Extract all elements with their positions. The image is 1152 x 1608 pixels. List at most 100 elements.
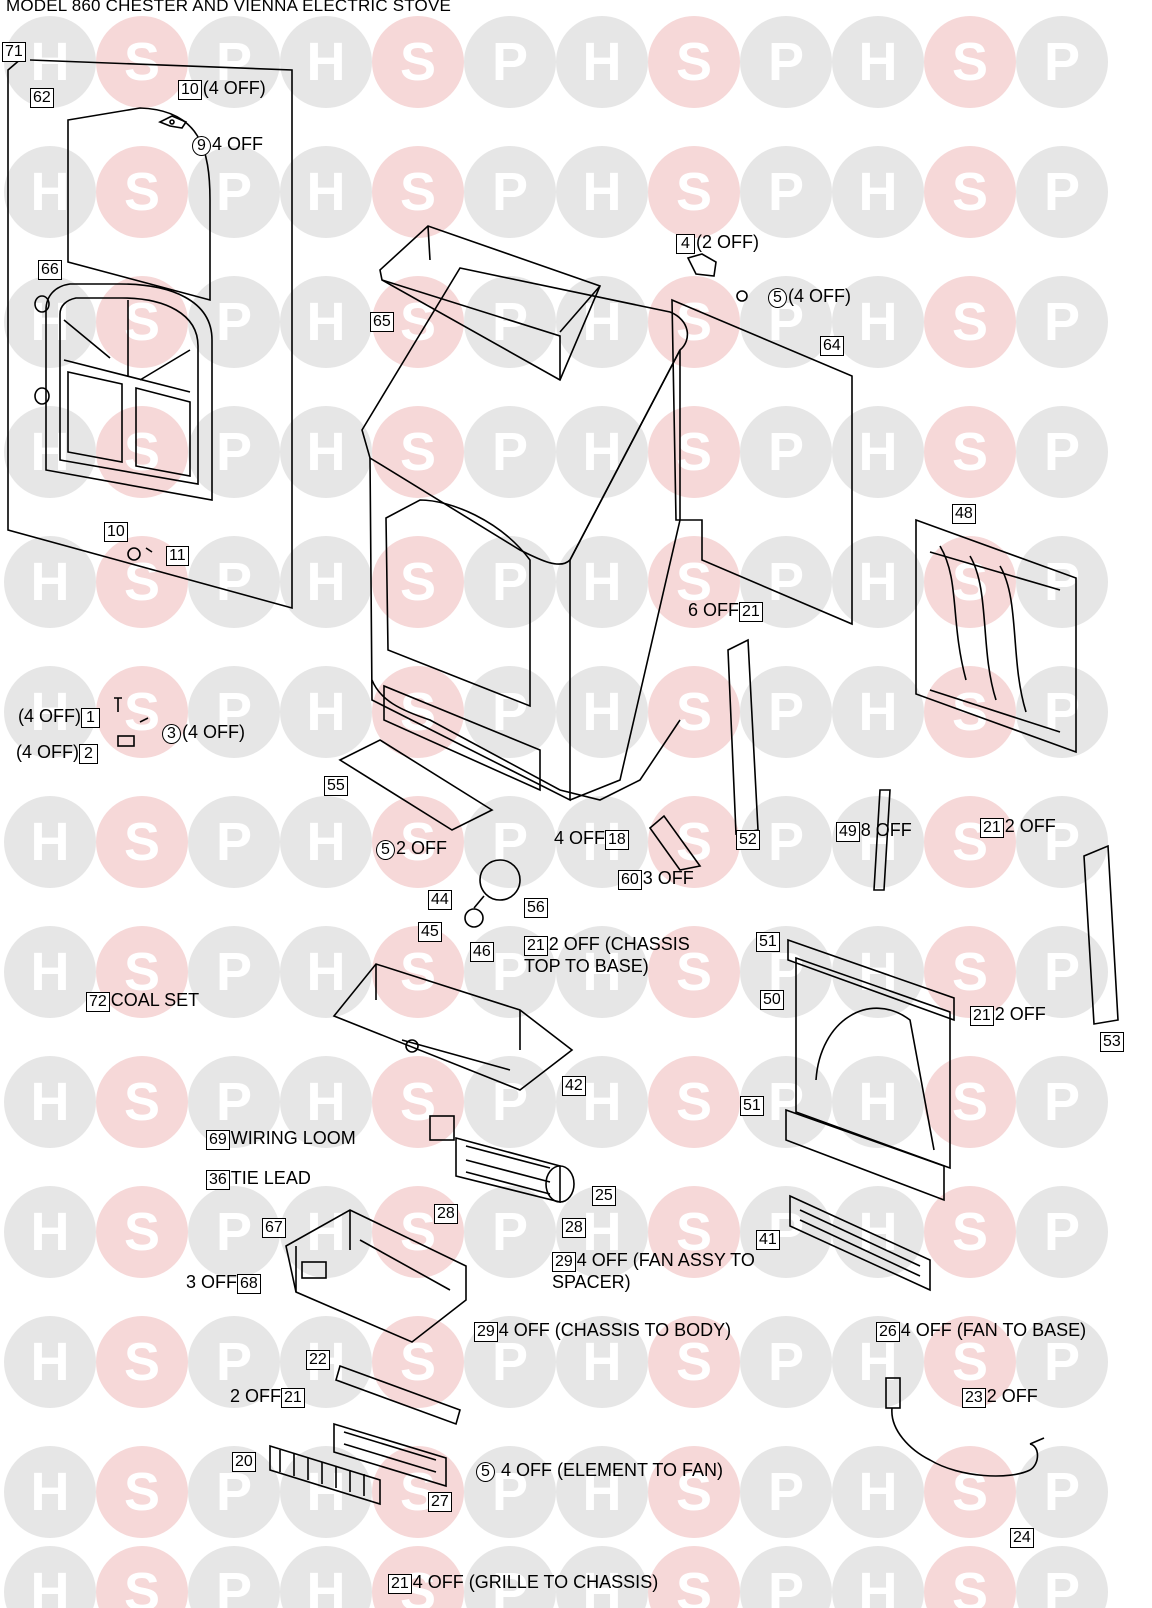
watermark-letter: P: [216, 292, 252, 352]
watermark-letter: S: [676, 32, 712, 92]
element-fan: [789, 1194, 931, 1292]
callout-text: 4 OFF (ELEMENT TO FAN): [496, 1460, 724, 1480]
watermark-disc: [1016, 666, 1108, 758]
part-callout-44: 44: [428, 888, 453, 910]
watermark-letter: H: [307, 32, 346, 92]
watermark-letter: S: [952, 32, 988, 92]
part-number: 5: [476, 1462, 495, 1482]
watermark-letter: H: [307, 422, 346, 482]
watermark-letter: H: [31, 812, 70, 872]
watermark-letter: P: [768, 1562, 804, 1608]
watermark-disc: [464, 1186, 556, 1278]
part-callout-51: 51: [756, 930, 781, 952]
part-number: 28: [434, 1204, 458, 1224]
watermark-letter: P: [216, 942, 252, 1002]
part-callout-66: 66: [38, 258, 63, 280]
part-number: 18: [605, 830, 629, 850]
watermark-disc: [280, 16, 372, 108]
watermark-letter: H: [583, 552, 622, 612]
part-callout-1: (4 OFF)1: [18, 706, 101, 728]
watermark-disc: [648, 1056, 740, 1148]
watermark-letter: P: [492, 1462, 528, 1522]
part-number: 25: [592, 1186, 616, 1206]
part-callout-45: 45: [418, 920, 443, 942]
part-number: 21: [524, 936, 548, 956]
watermark-letter: S: [676, 162, 712, 222]
part-number: 36: [206, 1170, 230, 1190]
callout-prefix: 4 OFF: [554, 828, 606, 848]
part-number: 21: [970, 1006, 994, 1026]
glass-panel: [67, 107, 211, 302]
watermark-letter: P: [1044, 1332, 1080, 1392]
watermark-letter: S: [676, 1562, 712, 1608]
watermark-disc: [372, 1056, 464, 1148]
watermark-disc: [4, 536, 96, 628]
watermark-disc: [924, 1316, 1016, 1408]
watermark-disc: [832, 146, 924, 238]
part-number: 55: [324, 776, 348, 796]
watermark-letter: S: [124, 32, 160, 92]
callout-text: 4 OFF (FAN TO BASE): [900, 1320, 1087, 1340]
part-callout-27: 27: [428, 1490, 453, 1512]
part-number: 5: [376, 840, 395, 860]
part-number: 52: [736, 830, 760, 850]
watermark-letter: S: [124, 1462, 160, 1522]
callout-text: 2 OFF (CHASSIS TOP TO BASE): [524, 934, 690, 976]
watermark-disc: [4, 796, 96, 888]
part-number: 71: [2, 42, 26, 62]
watermark-disc: [1016, 1316, 1108, 1408]
watermark-letter: P: [1044, 1462, 1080, 1522]
watermark-letter: P: [216, 552, 252, 612]
watermark-letter: S: [400, 1202, 436, 1262]
watermark-letter: H: [307, 292, 346, 352]
watermark-letter: P: [216, 682, 252, 742]
watermark-letter: P: [1044, 1562, 1080, 1608]
watermark-letter: P: [216, 1562, 252, 1608]
watermark-disc: [464, 1546, 556, 1608]
watermark-letter: P: [216, 1462, 252, 1522]
watermark-letter: H: [583, 292, 622, 352]
part-callout-53: 53: [1100, 1030, 1125, 1052]
watermark-disc: [832, 276, 924, 368]
callout-prefix: 6 OFF: [688, 600, 740, 620]
watermark-letter: S: [676, 1202, 712, 1262]
watermark-letter: H: [31, 1332, 70, 1392]
grille: [269, 1444, 381, 1506]
watermark-letter: P: [1044, 1202, 1080, 1262]
power-lead: [885, 1377, 1045, 1477]
watermark-letter: S: [676, 422, 712, 482]
watermark-disc: [188, 1316, 280, 1408]
watermark-disc: [96, 536, 188, 628]
watermark-disc: [740, 146, 832, 238]
door-frame: [34, 283, 213, 501]
part-number: 44: [428, 890, 452, 910]
part-number: 69: [206, 1130, 230, 1150]
callout-text: (4 OFF): [788, 286, 851, 306]
watermark-disc: [648, 16, 740, 108]
watermark-disc: [1016, 536, 1108, 628]
watermark-letter: S: [952, 942, 988, 1002]
watermark-disc: [372, 926, 464, 1018]
watermark-letter: H: [31, 942, 70, 1002]
part-number: 51: [740, 1096, 764, 1116]
watermark-letter: S: [124, 162, 160, 222]
watermark-letter: P: [1044, 942, 1080, 1002]
part-callout-4: 4(2 OFF): [676, 232, 759, 254]
watermark-letter: P: [492, 942, 528, 1002]
watermark-letter: P: [768, 32, 804, 92]
fan: [429, 1115, 575, 1204]
callout-prefix: 3 OFF: [186, 1272, 238, 1292]
watermark-letter: P: [216, 1332, 252, 1392]
part-callout-22: 22: [306, 1348, 331, 1370]
watermark-letter: H: [31, 1562, 70, 1608]
watermark-letter: S: [400, 682, 436, 742]
watermark-letter: H: [583, 422, 622, 482]
callout-text: 2 OFF: [994, 1004, 1046, 1024]
part-callout-28: 28: [562, 1216, 587, 1238]
watermark-letter: S: [952, 1562, 988, 1608]
watermark-letter: P: [492, 422, 528, 482]
watermark-letter: P: [768, 812, 804, 872]
watermark-disc: [556, 1186, 648, 1278]
door-assembly-outline: [7, 57, 293, 610]
